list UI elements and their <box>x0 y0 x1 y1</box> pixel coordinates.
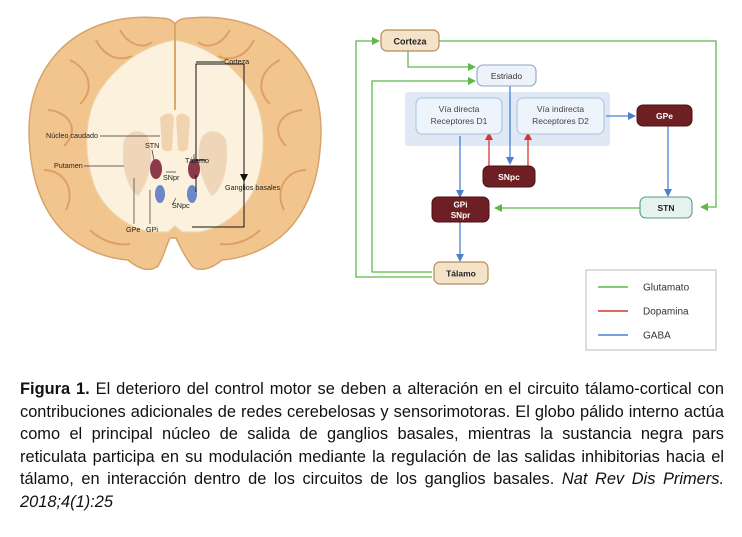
node-via-directa: Vía directa Receptores D1 <box>415 97 503 135</box>
node-talamo: Tálamo <box>433 261 489 285</box>
brain-circuit-arrows <box>192 61 248 228</box>
brain-label-gpi: GPi <box>146 225 158 234</box>
brain-pointer-lines <box>84 135 195 224</box>
edge-talamo-corteza <box>355 37 432 278</box>
node-via-indirecta: Vía indirecta Receptores D2 <box>516 97 605 135</box>
node-estriado: Estriado <box>476 64 537 87</box>
brain-label-stn: STN <box>145 141 159 150</box>
figure-caption: Figura 1. El deterioro del control motor… <box>20 378 724 514</box>
node-via-directa-line2: Receptores D1 <box>431 116 488 126</box>
caption-figure-label: Figura 1. <box>20 380 90 398</box>
snpr-right <box>188 159 200 179</box>
edge-corteza-estriado <box>407 51 476 71</box>
node-gpe-label: GPe <box>656 111 673 121</box>
node-via-indirecta-line1: Vía indirecta <box>537 104 585 114</box>
legend-label-gaba: GABA <box>643 331 671 342</box>
node-gpi-line1: GPi <box>453 201 467 210</box>
node-stn: STN <box>639 196 693 219</box>
edge-talamo-estriado <box>371 77 476 273</box>
legend-label-glutamato: Glutamato <box>643 283 690 294</box>
circuit-diagram: Corteza Estriado Vía directa Receptores … <box>355 29 717 351</box>
node-stn-label: STN <box>658 203 675 213</box>
brain-label-snpc: SNpc <box>172 201 190 210</box>
brain-sulci <box>43 29 307 246</box>
brain-label-corteza: Corteza <box>224 57 249 66</box>
node-corteza-label: Corteza <box>393 37 427 47</box>
brain-label-putamen: Putamen <box>54 161 83 170</box>
legend-label-dopamina: Dopamina <box>643 307 689 318</box>
snpc-right <box>187 185 197 203</box>
brain-label-snpr: SNpr <box>163 173 180 182</box>
brain-label-talamo: Tálamo <box>185 156 209 165</box>
legend: Glutamato Dopamina GABA <box>585 269 717 351</box>
node-talamo-label: Tálamo <box>446 269 476 279</box>
brain-label-nucleo-caudado: Núcleo caudado <box>46 131 98 140</box>
node-via-directa-line1: Vía directa <box>439 104 480 114</box>
brain-illustration: Corteza Núcleo caudado STN Tálamo Putame… <box>28 16 322 271</box>
putamen-left <box>122 131 152 196</box>
node-corteza: Corteza <box>380 29 440 52</box>
snpr-left <box>150 159 162 179</box>
edge-corteza-stn <box>436 40 717 211</box>
ventricle-left <box>160 113 174 152</box>
legend-box <box>585 269 717 351</box>
caption-citation: Nat Rev Dis Primers. 2018;4(1):25 <box>20 470 725 511</box>
node-estriado-label: Estriado <box>491 71 522 81</box>
node-snpc-label: SNpc <box>498 172 520 182</box>
snpc-left <box>155 185 165 203</box>
caption-text: El deterioro del control motor se deben … <box>20 380 725 489</box>
node-gpi-snpr: GPi SNpr <box>431 196 490 223</box>
brain-label-gpe: GPe <box>126 225 140 234</box>
node-snpc: SNpc <box>482 165 536 188</box>
node-via-indirecta-line2: Receptores D2 <box>532 116 589 126</box>
putamen-right <box>198 131 228 196</box>
node-gpi-line2: SNpr <box>451 211 471 220</box>
brain-label-ganglios-basales: Ganglios basales <box>225 183 281 192</box>
ventricle-right <box>176 113 190 152</box>
node-gpe: GPe <box>636 104 693 127</box>
